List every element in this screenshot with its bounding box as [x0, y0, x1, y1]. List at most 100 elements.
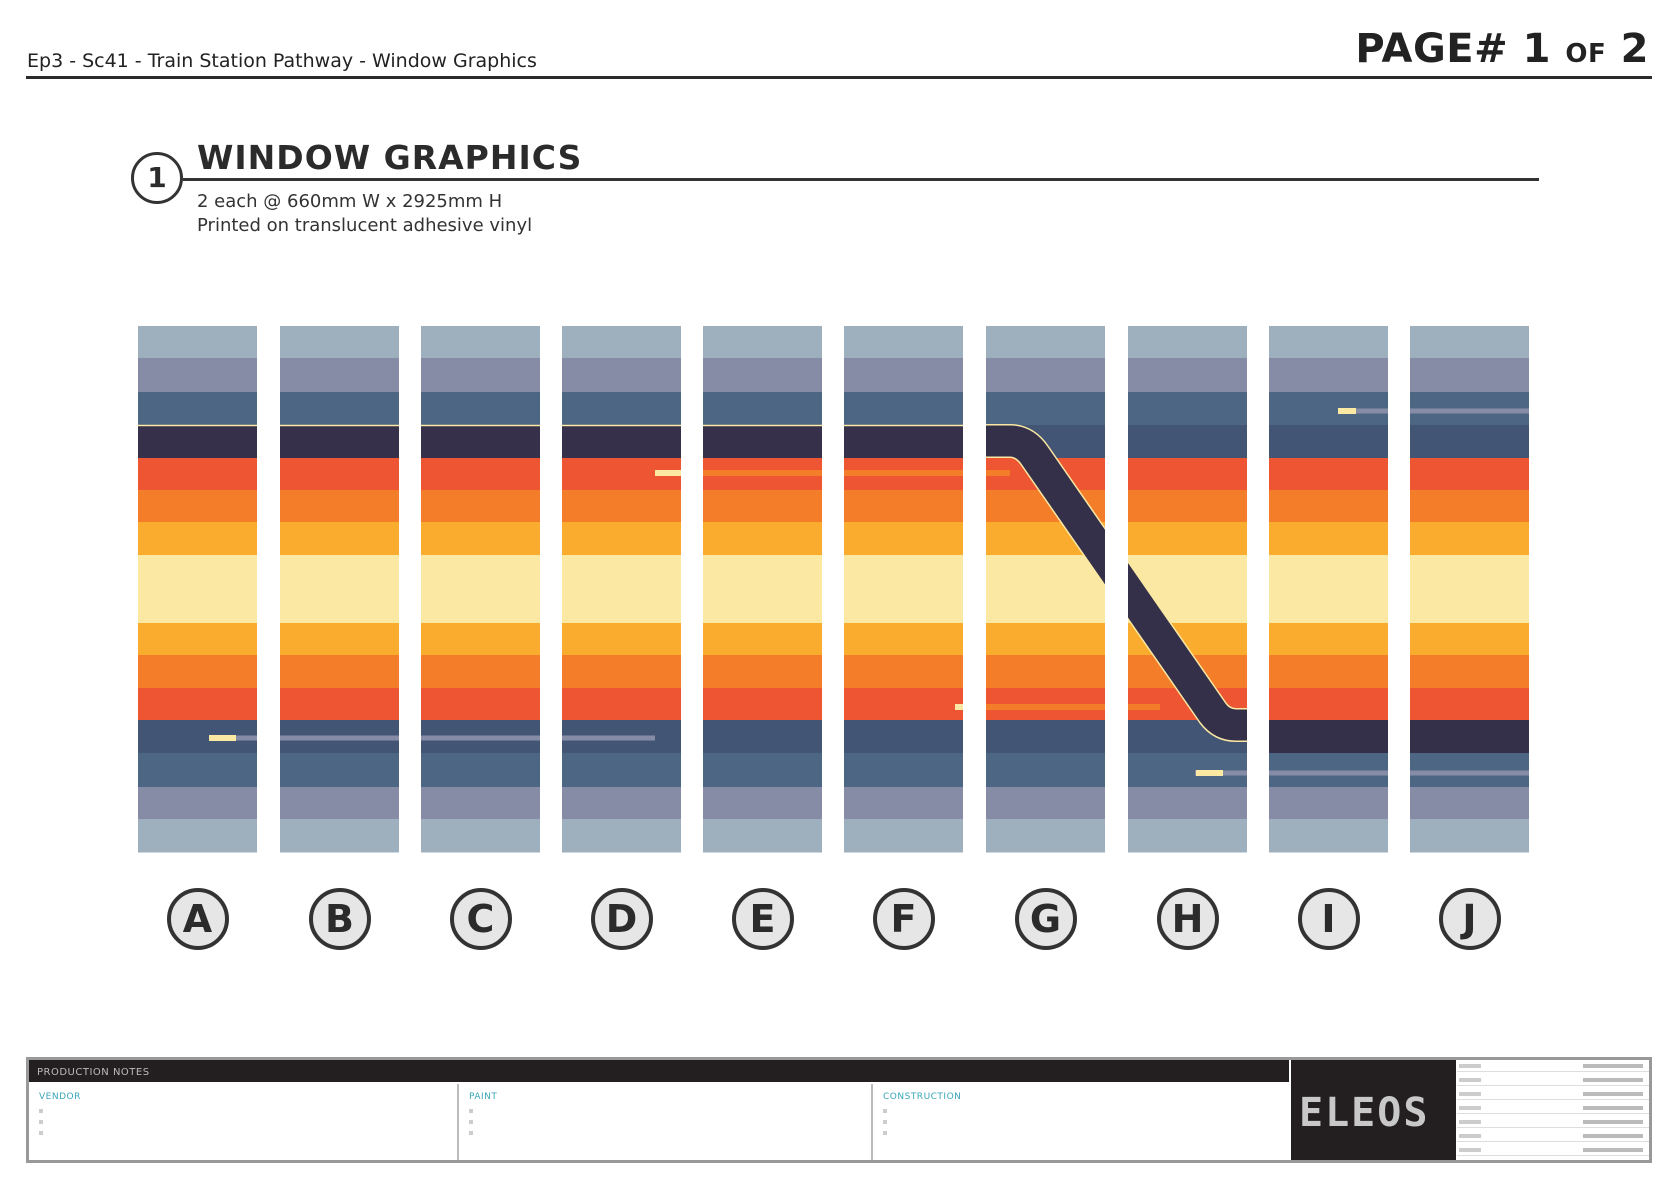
panel-F-band — [844, 522, 963, 556]
panel-gap — [1105, 326, 1128, 856]
panel-B-band — [280, 655, 399, 689]
panel-C-band — [421, 425, 540, 459]
panel-E-band — [703, 555, 822, 624]
panel-label-h: H — [1156, 888, 1219, 950]
page-prefix: PAGE# 1 — [1355, 26, 1551, 72]
panel-I-band — [1269, 655, 1388, 689]
page-number: PAGE# 1 OF 2 — [1355, 26, 1649, 72]
panel-E-band — [703, 787, 822, 820]
section-description: 2 each @ 660mm W x 2925mm H Printed on t… — [197, 190, 532, 238]
panel-G-band — [986, 358, 1105, 393]
panel-C-band — [421, 753, 540, 788]
panel-A-band — [138, 819, 257, 853]
panel-B-band — [280, 490, 399, 523]
panel-J-band — [1410, 425, 1529, 459]
panel-C-band — [421, 358, 540, 393]
panel-E-band — [703, 326, 822, 359]
panel-I-band — [1269, 787, 1388, 820]
panel-C-band — [421, 787, 540, 820]
panel-I-band — [1269, 358, 1388, 393]
cream-dash-3 — [955, 704, 969, 710]
panel-B-band — [280, 392, 399, 426]
panel-label-d: D — [590, 888, 653, 950]
panel-I-band — [1269, 688, 1388, 721]
panel-A-band — [138, 490, 257, 523]
cream-dash-5 — [1196, 770, 1223, 776]
panel-gap — [822, 326, 844, 856]
panel-label-j: J — [1438, 888, 1501, 950]
panel-G-band — [986, 326, 1105, 359]
panel-J-band — [1410, 655, 1529, 689]
panel-A-band — [138, 358, 257, 393]
title-block-header: PRODUCTION NOTES — [29, 1060, 1289, 1082]
cream-dash-2 — [655, 470, 682, 476]
panel-I-band — [1269, 623, 1388, 656]
panel-label-e: E — [731, 888, 794, 950]
panel-J-band — [1410, 326, 1529, 359]
panel-F-band — [844, 555, 963, 624]
panel-F-band — [844, 358, 963, 393]
panel-B-band — [280, 326, 399, 359]
panel-J-band — [1410, 458, 1529, 491]
panel-I-band — [1269, 326, 1388, 359]
paint-title: PAINT — [469, 1092, 498, 1102]
panel-I-band — [1269, 819, 1388, 853]
panel-A-band — [138, 522, 257, 556]
section-rule — [183, 178, 1539, 181]
panel-D-band — [562, 326, 681, 359]
panel-G-band — [986, 819, 1105, 853]
vendor-title: VENDOR — [39, 1092, 81, 1102]
panel-F-band — [844, 753, 963, 788]
panel-J-band — [1410, 688, 1529, 721]
panel-D-band — [562, 623, 681, 656]
panel-H-band — [1128, 490, 1247, 523]
panel-I-band — [1269, 522, 1388, 556]
panel-F-band — [844, 655, 963, 689]
panel-B-band — [280, 819, 399, 853]
panel-F-band — [844, 688, 963, 721]
panel-H-band — [1128, 326, 1247, 359]
cream-dash-4 — [1338, 408, 1356, 414]
panel-E-band — [703, 623, 822, 656]
construction-title: CONSTRUCTION — [883, 1092, 962, 1102]
panel-label-b: B — [308, 888, 371, 950]
vendor-column: VENDOR — [29, 1084, 459, 1160]
panel-G-band — [986, 623, 1105, 656]
panel-F-band — [844, 720, 963, 754]
panel-E-band — [703, 720, 822, 754]
panel-H-band — [1128, 819, 1247, 853]
dimension-note: 2 each @ 660mm W x 2925mm H — [197, 191, 503, 212]
panel-E-band — [703, 490, 822, 523]
page-of: OF — [1565, 39, 1607, 69]
panel-B-band — [280, 555, 399, 624]
panel-gap — [399, 326, 421, 856]
panel-F-band — [844, 787, 963, 820]
panel-I-band — [1269, 425, 1388, 459]
panel-J-band — [1410, 358, 1529, 393]
panel-E-band — [703, 688, 822, 721]
panel-D-band — [562, 753, 681, 788]
document-title: Ep3 - Sc41 - Train Station Pathway - Win… — [27, 50, 537, 72]
panel-C-band — [421, 655, 540, 689]
panel-E-band — [703, 819, 822, 853]
panel-gap — [257, 326, 280, 856]
panel-I-band — [1269, 458, 1388, 491]
panel-H-band — [1128, 358, 1247, 393]
page-total: 2 — [1620, 26, 1649, 72]
panel-I-band — [1269, 720, 1388, 754]
panel-F-band — [844, 623, 963, 656]
cream-dash-1 — [209, 735, 236, 741]
panel-G-band — [986, 720, 1105, 754]
panel-H-band — [1128, 458, 1247, 491]
panel-C-band — [421, 326, 540, 359]
panel-C-band — [421, 688, 540, 721]
panel-A-band — [138, 458, 257, 491]
panel-D-band — [562, 425, 681, 459]
panel-C-band — [421, 392, 540, 426]
panel-E-band — [703, 358, 822, 393]
panel-A-band — [138, 753, 257, 788]
panel-J-band — [1410, 555, 1529, 624]
panel-gap — [963, 326, 986, 856]
title-block-header-text: PRODUCTION NOTES — [37, 1067, 150, 1078]
